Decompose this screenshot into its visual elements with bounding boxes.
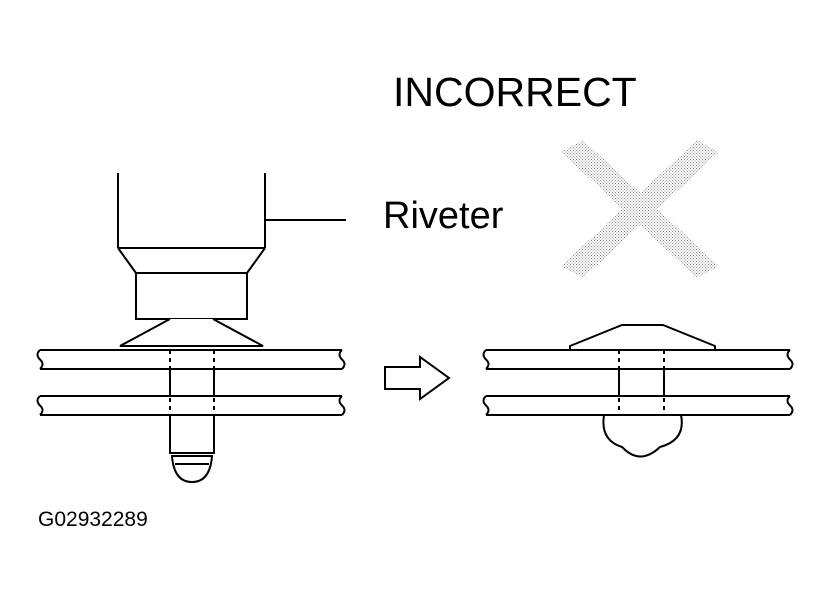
rivet-after bbox=[602, 350, 683, 458]
x-mark-icon bbox=[561, 140, 719, 278]
rivet-before bbox=[169, 350, 215, 484]
left-panel-plates bbox=[36, 349, 346, 416]
figure-code: G02932289 bbox=[38, 508, 148, 531]
riveter-label: Riveter bbox=[383, 195, 504, 237]
right-arrow-icon bbox=[384, 355, 451, 401]
right-panel-plates bbox=[482, 349, 794, 416]
riveter-tool bbox=[117, 173, 346, 347]
incorrect-title: INCORRECT bbox=[393, 69, 637, 115]
rivet-head-after bbox=[569, 324, 716, 350]
